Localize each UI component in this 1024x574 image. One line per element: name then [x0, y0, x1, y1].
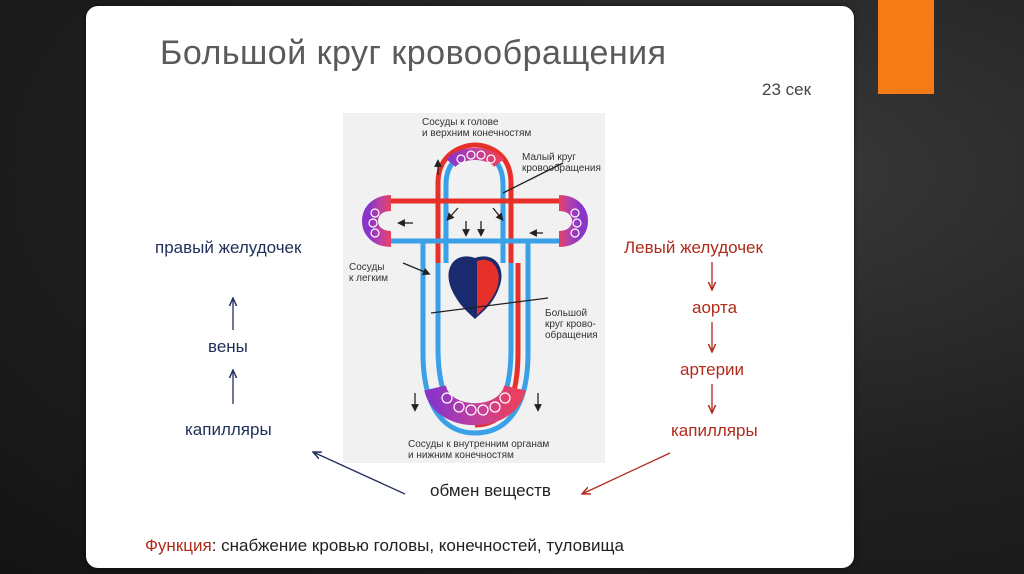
- exchange-to-capillaries-arrow: [313, 452, 406, 495]
- body-vein-outer: [420, 243, 531, 436]
- accent-bar: [878, 0, 934, 94]
- right-ventricle-label: правый желудочек: [155, 238, 302, 257]
- left-ventricle-label: Левый желудочек: [624, 238, 763, 257]
- heart-left-side: [477, 259, 499, 315]
- circulation-diagram: [343, 113, 605, 463]
- right-capillaries-label: капилляры: [671, 421, 758, 440]
- function-description: : снабжение кровью головы, конечностей, …: [211, 536, 624, 555]
- function-text: Функция: снабжение кровью головы, конечн…: [145, 536, 624, 556]
- function-label: Функция: [145, 536, 212, 555]
- metabolism-label: обмен веществ: [430, 481, 551, 500]
- timer-label: 23 сек: [762, 80, 812, 99]
- slide-title: Большой круг кровообращения: [160, 34, 667, 72]
- capillaries-to-exchange-arrow: [582, 452, 671, 494]
- left-capillaries-label: капилляры: [185, 420, 272, 439]
- aorta-label: аорта: [692, 298, 738, 317]
- veins-label: вены: [208, 337, 248, 356]
- arteries-label: артерии: [680, 360, 745, 379]
